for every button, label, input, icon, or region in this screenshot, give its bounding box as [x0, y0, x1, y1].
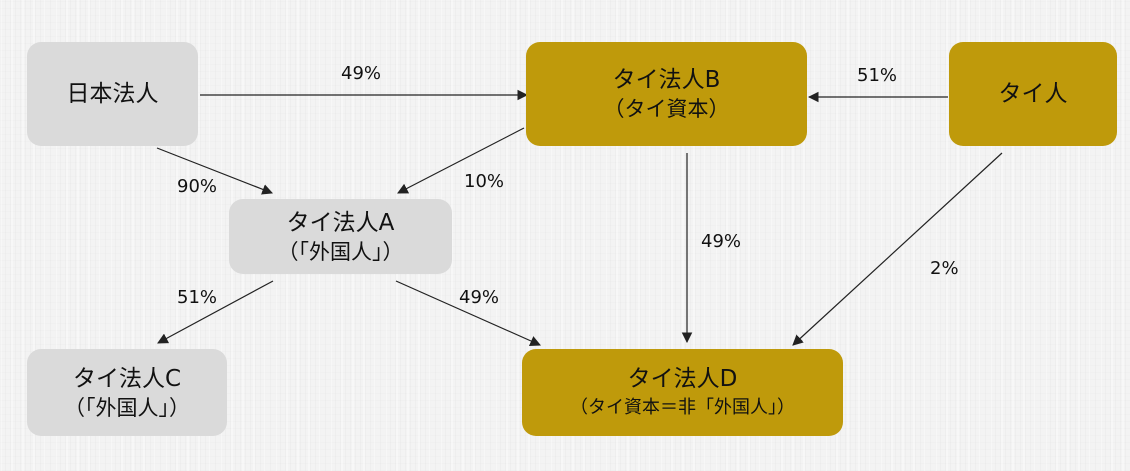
pct-thai-b-to-thai-d: 49% — [701, 231, 742, 252]
pct-person-to-thai-b: 51% — [857, 65, 898, 86]
node-thai-houjin-d-sublabel: （タイ資本＝非「外国人」） — [570, 396, 795, 418]
pct-nihon-to-thai-a: 90% — [177, 176, 218, 197]
node-thai-houjin-b-label: タイ法人B — [612, 67, 721, 93]
pct-person-to-thai-d: 2% — [930, 258, 959, 279]
pct-nihon-to-thai-b: 49% — [341, 63, 382, 84]
node-thai-houjin-c-label: タイ法人C — [72, 365, 182, 392]
node-thai-houjin-a: タイ法人A （「外国人」） — [229, 199, 452, 274]
arrow-thai-a-to-thai-c — [157, 280, 274, 344]
node-thai-houjin-a-label: タイ法人A — [286, 209, 395, 236]
node-thai-houjin-b-sublabel: （タイ資本） — [603, 97, 730, 121]
arrow-thai-a-to-thai-d — [395, 280, 541, 346]
node-thai-houjin-d: タイ法人D （タイ資本＝非「外国人」） — [522, 349, 843, 436]
node-thai-person-label: タイ人 — [998, 81, 1068, 107]
pct-thai-b-to-thai-a: 10% — [464, 171, 505, 192]
pct-thai-a-to-thai-d: 49% — [459, 287, 500, 308]
node-nihon-houjin-label: 日本法人 — [66, 81, 159, 107]
node-nihon-houjin: 日本法人 — [27, 42, 198, 146]
pct-thai-a-to-thai-c: 51% — [177, 287, 218, 308]
node-thai-houjin-d-label: タイ法人D — [627, 365, 738, 392]
arrow-person-to-thai-d — [792, 152, 1003, 346]
node-thai-person: タイ人 — [949, 42, 1117, 146]
node-thai-houjin-b: タイ法人B （タイ資本） — [526, 42, 807, 146]
node-thai-houjin-a-sublabel: （「外国人」） — [277, 239, 404, 264]
node-thai-houjin-c-sublabel: （「外国人」） — [64, 395, 190, 420]
arrow-nihon-to-thai-a — [156, 147, 274, 195]
arrow-thai-b-to-thai-a — [397, 127, 525, 194]
node-thai-houjin-c: タイ法人C （「外国人」） — [27, 349, 227, 436]
